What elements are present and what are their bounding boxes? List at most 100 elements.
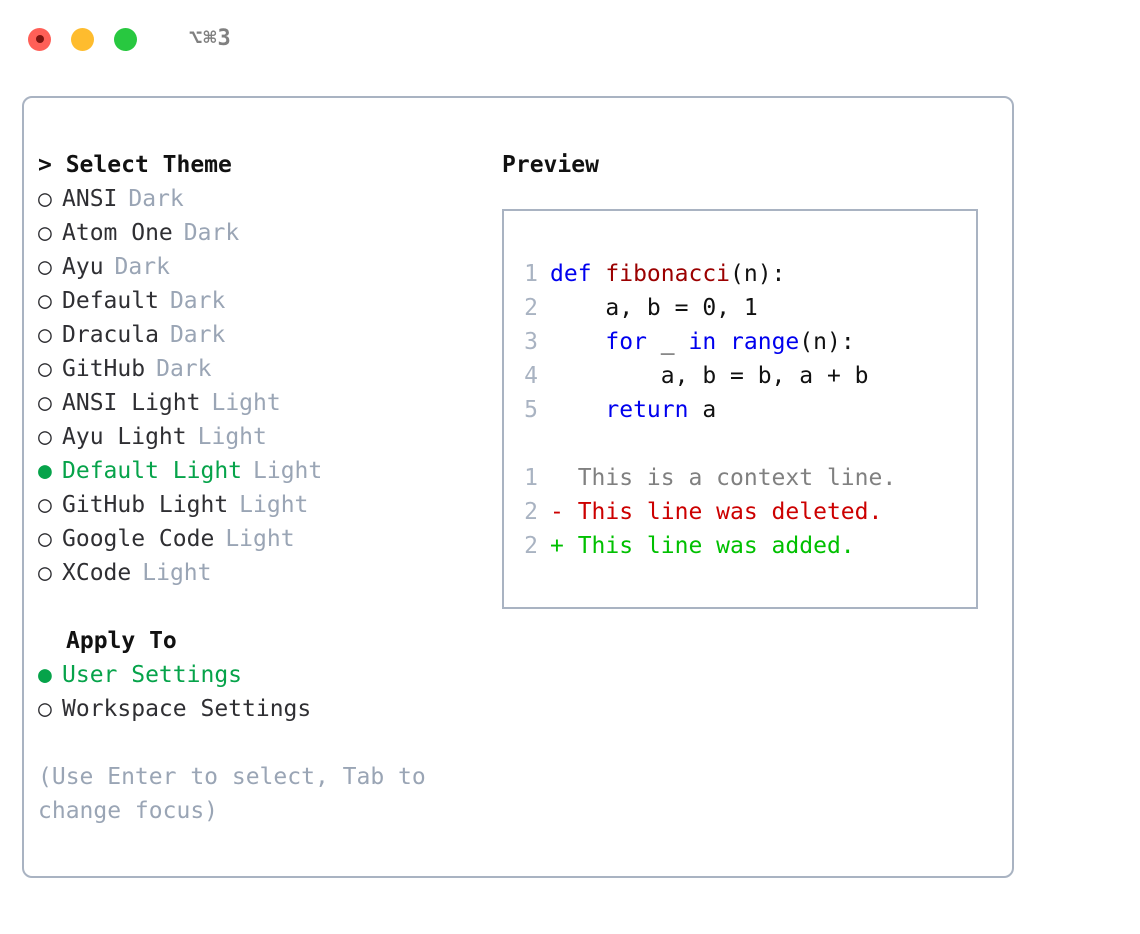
theme-kind-label: Dark	[183, 220, 240, 246]
radio-selected-icon: ●	[38, 458, 52, 484]
theme-name: ANSI Light	[62, 390, 201, 416]
prompt-caret: >	[38, 152, 66, 178]
code-token: in	[688, 329, 717, 355]
diff-line: 1 This is a context line.	[504, 461, 976, 495]
theme-kind-label: Dark	[169, 322, 226, 348]
code-token: for	[605, 329, 647, 355]
select-theme-header: > Select Theme	[38, 148, 488, 182]
theme-kind-label: Dark	[169, 288, 226, 314]
code-line: 3 for _ in range(n):	[504, 325, 976, 359]
code-token: fibonacci	[605, 261, 731, 287]
theme-list-item[interactable]: ○ ANSI Dark	[38, 182, 488, 216]
theme-name: Default Light	[62, 458, 243, 484]
apply-to-list[interactable]: ● User Settings ○Workspace Settings	[38, 658, 488, 726]
close-window-button[interactable]	[28, 27, 51, 51]
preview-header: Preview	[502, 152, 599, 178]
code-token: a, b = b, a + b	[550, 363, 869, 389]
radio-unselected-icon: ○	[38, 526, 52, 552]
theme-kind-label: Light	[239, 492, 309, 518]
code-token	[550, 397, 605, 423]
theme-list-item[interactable]: ○ Atom One Dark	[38, 216, 488, 250]
theme-name: Google Code	[62, 526, 215, 552]
theme-name: Default	[62, 288, 159, 314]
code-text: a, b = b, a + b	[550, 359, 869, 393]
line-number: 4	[524, 363, 538, 389]
code-line: 1 def fibonacci(n):	[504, 257, 976, 291]
radio-unselected-icon: ○	[38, 322, 52, 348]
theme-kind-label: Light	[225, 526, 295, 552]
line-number: 1	[524, 261, 538, 287]
radio-unselected-icon: ○	[38, 186, 52, 212]
keyboard-hint: (Use Enter to select, Tab to change focu…	[38, 764, 440, 824]
radio-unselected-icon: ○	[38, 492, 52, 518]
code-line: 2 a, b = 0, 1	[504, 291, 976, 325]
code-token: _	[646, 329, 689, 355]
theme-list-item[interactable]: ○ Ayu Light Light	[38, 420, 488, 454]
theme-kind-label: Light	[197, 424, 267, 450]
line-number: 2	[524, 533, 538, 559]
code-token: range	[730, 329, 800, 355]
code-text: return a	[550, 393, 716, 427]
keyboard-shortcut-label: ⌥⌘3	[189, 26, 232, 51]
theme-list-item[interactable]: ○ GitHub Dark	[38, 352, 488, 386]
section-spacer	[38, 590, 488, 624]
apply-to-label: User Settings	[62, 662, 243, 688]
code-token: a, b = 0, 1	[550, 295, 758, 321]
radio-selected-icon: ●	[38, 662, 52, 688]
radio-unselected-icon: ○	[38, 220, 52, 246]
theme-list-item[interactable]: ○ GitHub Light Light	[38, 488, 488, 522]
theme-name: GitHub Light	[62, 492, 229, 518]
theme-list-item[interactable]: ○ Default Dark	[38, 284, 488, 318]
line-number: 3	[524, 329, 538, 355]
radio-unselected-icon: ○	[38, 390, 52, 416]
diff-text: - This line was deleted.	[550, 499, 883, 525]
code-token: (n):	[799, 329, 855, 355]
radio-unselected-icon: ○	[38, 288, 52, 314]
theme-name: ANSI	[62, 186, 118, 212]
theme-name: Ayu	[62, 254, 104, 280]
diff-line: 2 + This line was added.	[504, 529, 976, 563]
radio-unselected-icon: ○	[38, 254, 52, 280]
radio-unselected-icon: ○	[38, 356, 52, 382]
code-line: 5 return a	[504, 393, 976, 427]
diff-sample: 1 This is a context line.2- This line wa…	[504, 461, 976, 563]
radio-unselected-icon: ○	[38, 560, 52, 586]
diff-text: + This line was added.	[550, 533, 855, 559]
theme-name: XCode	[62, 560, 132, 586]
minimize-window-button[interactable]	[71, 27, 94, 51]
theme-name: Atom One	[62, 220, 173, 246]
theme-list-item[interactable]: ○ Google Code Light	[38, 522, 488, 556]
theme-kind-label: Dark	[156, 356, 212, 382]
code-token: def	[550, 261, 606, 287]
apply-to-title: Apply To	[66, 628, 177, 654]
radio-unselected-icon: ○	[38, 424, 52, 450]
apply-to-item[interactable]: ○Workspace Settings	[38, 692, 488, 726]
line-number: 5	[524, 397, 538, 423]
theme-list-item[interactable]: ● Default Light Light	[38, 454, 488, 488]
code-token: (n):	[730, 261, 786, 287]
theme-kind-label: Light	[253, 458, 323, 484]
code-text: a, b = 0, 1	[550, 291, 758, 325]
diff-line: 2- This line was deleted.	[504, 495, 976, 529]
maximize-window-button[interactable]	[114, 27, 137, 51]
theme-name: Ayu Light	[62, 424, 187, 450]
code-token	[716, 329, 730, 355]
diff-spacer	[504, 427, 976, 461]
select-theme-title: Select Theme	[65, 152, 232, 178]
theme-name: GitHub	[62, 356, 146, 382]
code-text: for _ in range(n):	[550, 325, 855, 359]
line-number: 1	[524, 465, 538, 491]
theme-kind-label: Dark	[128, 186, 184, 212]
apply-to-item[interactable]: ● User Settings	[38, 658, 488, 692]
code-text: def fibonacci(n):	[550, 257, 785, 291]
